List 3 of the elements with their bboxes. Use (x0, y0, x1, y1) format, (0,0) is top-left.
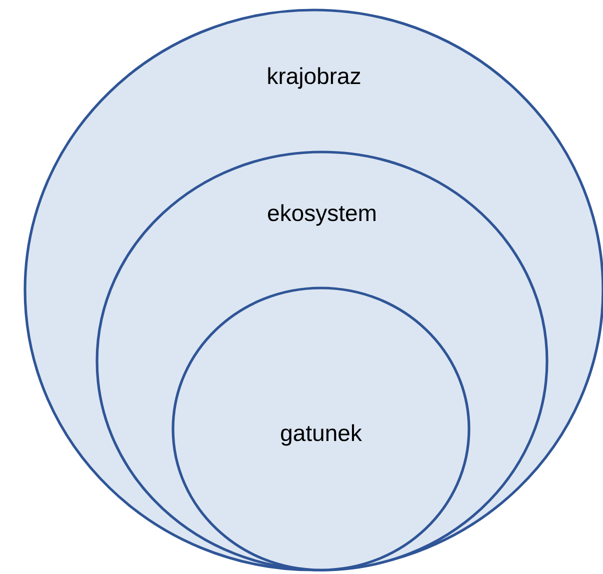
circle-label: krajobraz (268, 67, 360, 89)
circle-label: gatunek (281, 424, 362, 446)
circle-label: ekosystem (268, 204, 376, 226)
